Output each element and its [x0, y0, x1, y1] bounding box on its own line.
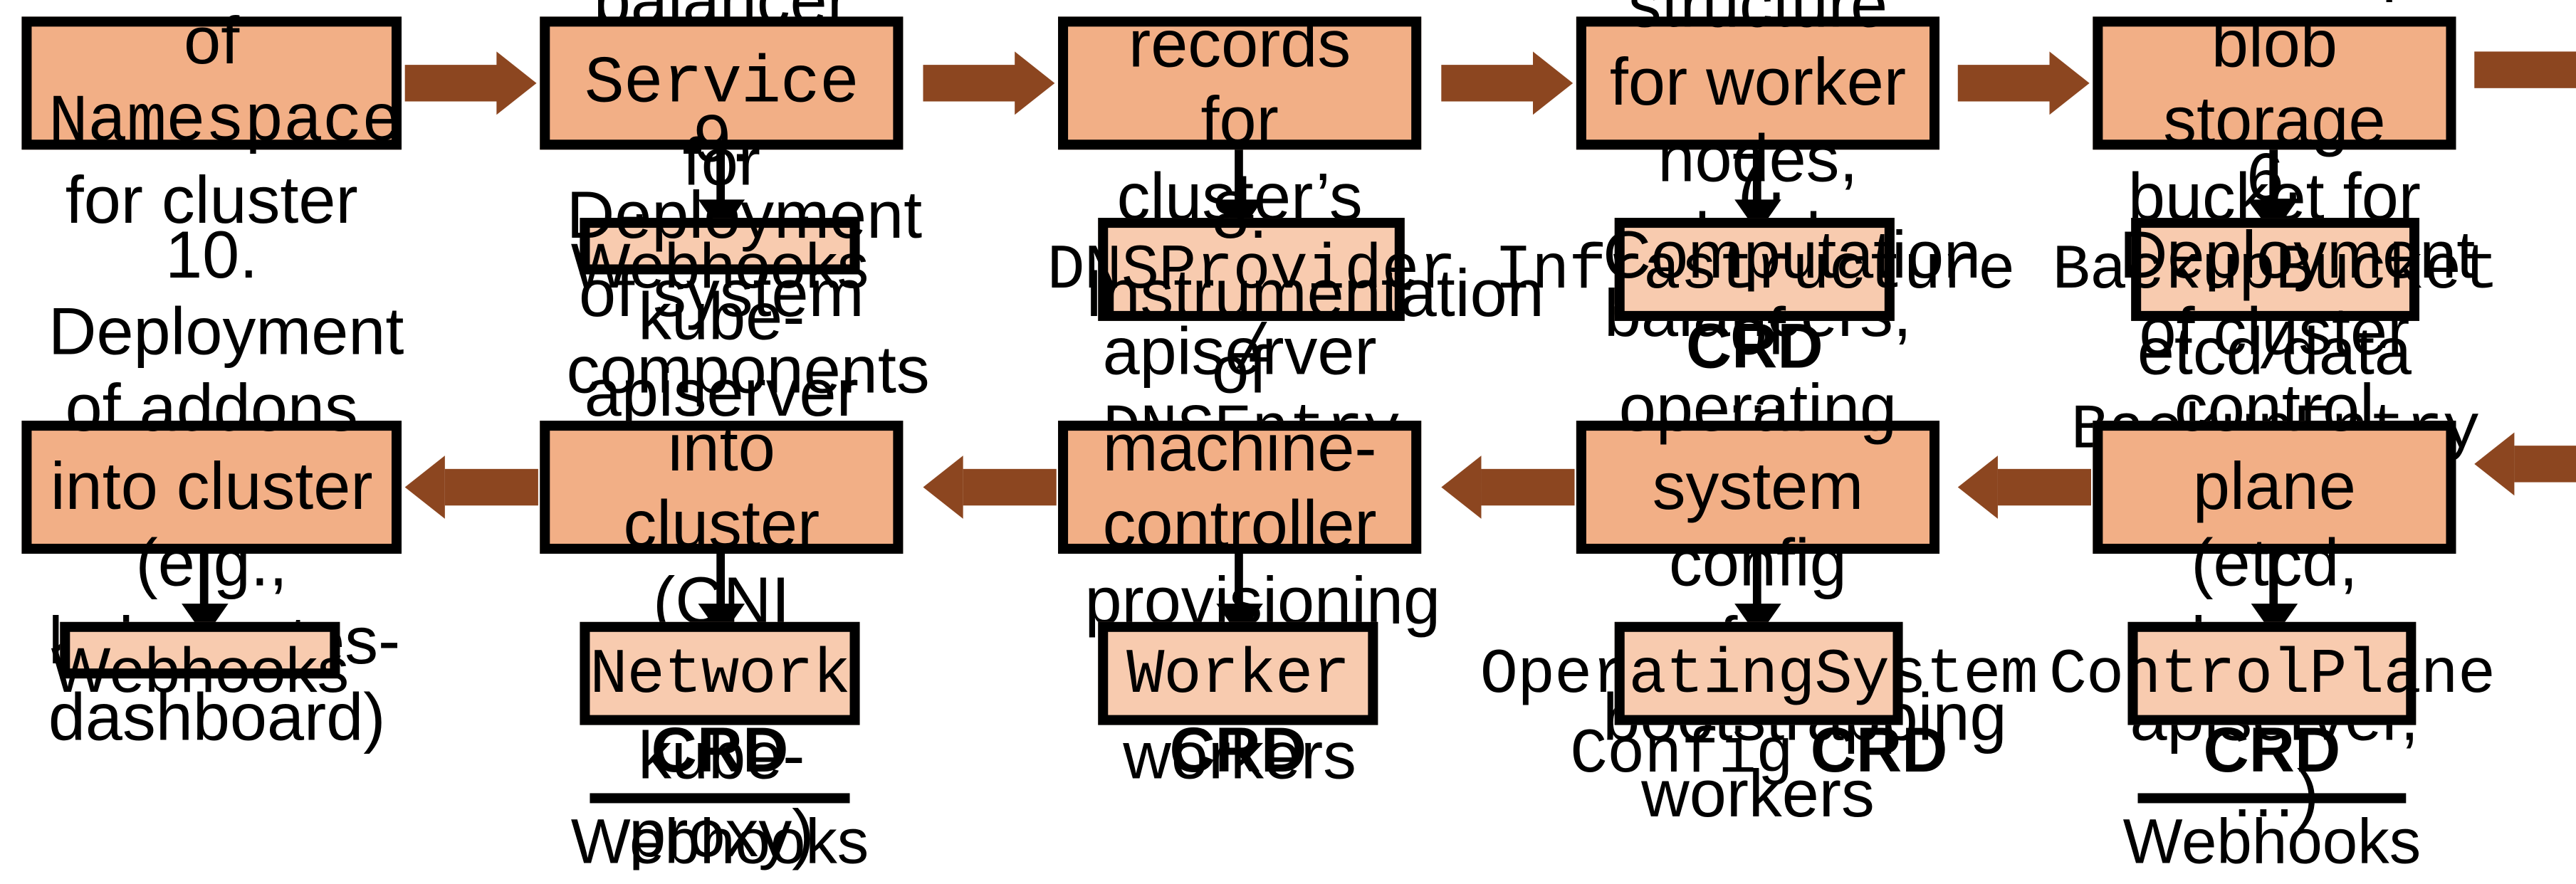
sub-9-row-1: Network CRD	[590, 632, 851, 793]
sub-box-6[interactable]: ControlPlane CRD Webhooks	[2049, 621, 2496, 878]
step-box-4[interactable]: 4. Preparation of infra-structure for wo…	[1576, 0, 1940, 428]
flow-arrow-6-to-7	[1957, 456, 2091, 519]
flow-arrow-1-to-2	[404, 51, 537, 115]
connector-7	[1752, 553, 1761, 612]
elbow-top-segment	[2474, 51, 2576, 88]
sub-6-row-2: Webhooks	[2123, 792, 2421, 884]
sub-box-10[interactable]: Webhooks	[51, 621, 349, 707]
flow-arrow-4-to-5	[1957, 51, 2090, 115]
connector-4	[1752, 149, 1761, 209]
flow-arrow-7-to-8	[1441, 456, 1575, 519]
sub-box-9[interactable]: Network CRD Webhooks	[571, 621, 869, 878]
elbow-arrowhead	[2474, 432, 2515, 496]
step-box-2[interactable]: 2. Creation of loadbalancer Service forc…	[540, 0, 904, 431]
sub-9-row-1-label: Network CRD	[590, 640, 851, 786]
sub-6-row-1-label: ControlPlane CRD	[2048, 640, 2496, 786]
connector-6	[2269, 553, 2278, 612]
connector-3	[1235, 149, 1243, 209]
flow-arrow-9-to-10	[404, 456, 538, 519]
flow-arrow-8-to-9	[923, 456, 1057, 519]
connector-5	[2269, 149, 2278, 209]
connector-2	[716, 149, 726, 209]
elbow-bottom-segment	[2514, 446, 2576, 483]
sub-9-row-2-label: Webhooks	[570, 807, 869, 878]
sub-2-row-1-label: Webhooks	[570, 233, 869, 303]
sub-9-row-2: Webhooks	[571, 792, 869, 884]
connector-8	[1235, 553, 1243, 612]
sub-6-row-1: ControlPlane CRD	[2049, 632, 2496, 793]
sub-10-row-1-label: Webhooks	[51, 636, 350, 707]
connector-10	[199, 553, 209, 612]
sub-2-row-1: Webhooks	[571, 228, 869, 309]
sub-box-5[interactable]: BackupBucket /BackupEntry CRD	[2052, 218, 2499, 541]
step-box-5[interactable]: 5. Preparation of backupblob storage buc…	[2093, 0, 2456, 389]
flow-arrow-3-to-4	[1441, 51, 1574, 115]
step-2-label: 2. Creation of loadbalancer Service forc…	[584, 0, 859, 431]
sub-6-row-2-label: Webhooks	[2122, 807, 2421, 878]
sub-10-row-1: Webhooks	[51, 632, 350, 713]
step-box-3[interactable]: 3. Creation of DNSrecords for cluster’sk…	[1058, 0, 1422, 389]
sub-box-2[interactable]: Webhooks	[571, 218, 869, 302]
flow-arrow-5-to-6-elbow	[2474, 51, 2576, 525]
flow-arrow-2-to-3	[923, 51, 1055, 115]
connector-9	[716, 553, 726, 612]
